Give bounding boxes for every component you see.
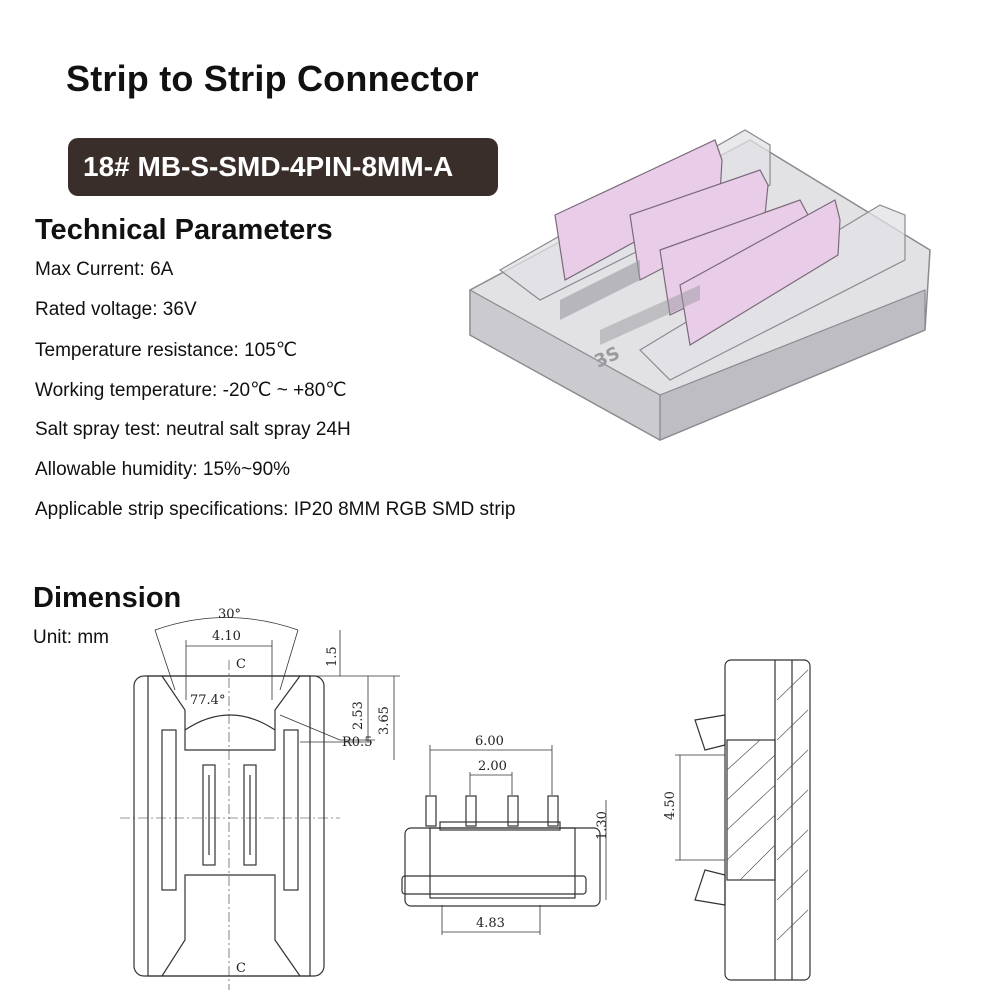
- dim-2-00: 2.00: [478, 759, 507, 774]
- dim-center-bottom: C: [236, 961, 246, 976]
- param-salt-spray: Salt spray test: neutral salt spray 24H: [35, 419, 351, 440]
- unit-label: Unit: mm: [33, 627, 109, 648]
- dim-1-5: 1.5: [325, 646, 340, 667]
- dim-center-top: C: [236, 657, 246, 672]
- model-badge: 18# MB-S-SMD-4PIN-8MM-A: [68, 138, 498, 196]
- param-rated-voltage: Rated voltage: 36V: [35, 299, 197, 320]
- dim-1-30: 1.30: [595, 811, 610, 840]
- dim-2-53: 2.53: [351, 701, 366, 730]
- dim-angle-inner: 77.4°: [190, 693, 225, 708]
- dimension-heading: Dimension: [33, 582, 182, 614]
- technical-parameters-heading: Technical Parameters: [35, 214, 333, 246]
- param-temperature-resistance: Temperature resistance: 105℃: [35, 340, 298, 361]
- logo-3s: 3S: [591, 343, 623, 373]
- dim-6-00: 6.00: [475, 734, 504, 749]
- dim-radius: R0.5: [342, 735, 372, 750]
- param-working-temperature: Working temperature: -20℃ ~ +80℃: [35, 380, 347, 401]
- param-humidity: Allowable humidity: 15%~90%: [35, 459, 291, 480]
- page-title: Strip to Strip Connector: [66, 58, 479, 99]
- dim-4-50: 4.50: [663, 791, 678, 820]
- dim-4-83: 4.83: [476, 916, 505, 931]
- dim-width-top: 4.10: [212, 629, 241, 644]
- dim-3-65: 3.65: [377, 706, 392, 735]
- param-max-current: Max Current: 6A: [35, 259, 174, 280]
- param-strip-spec: Applicable strip specifications: IP20 8M…: [35, 499, 516, 520]
- dim-angle-top: 30°: [218, 607, 241, 622]
